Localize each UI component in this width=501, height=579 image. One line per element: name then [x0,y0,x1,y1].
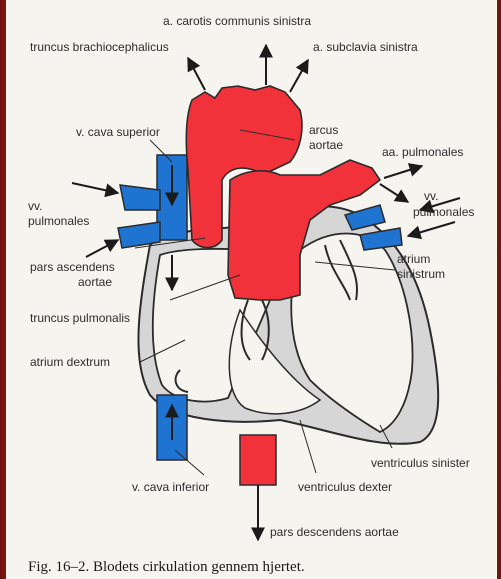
figure-caption: Fig. 16–2. Blodets cirkulation gennem hj… [28,559,305,575]
label-atrium-dextrum: atrium dextrum [30,355,110,369]
label-arcus: arcus [309,123,338,137]
label-aortae: aortae [309,138,343,152]
label-pars-descendens: pars descendens aortae [270,525,399,539]
label-vv-left: vv. [28,199,42,213]
aorta-descendens [240,435,276,485]
label-atrium-sinistrum-2: sinistrum [397,267,445,281]
label-truncus-pulmonalis: truncus pulmonalis [30,311,130,325]
label-pars-ascendens-aortae: aortae [78,275,112,289]
label-ventriculus-dexter: ventriculus dexter [298,480,392,494]
label-pars-ascendens: pars ascendens [30,260,115,274]
label-carotis: a. carotis communis sinistra [163,14,311,28]
label-vena-cava-superior: v. cava superior [76,125,160,139]
label-pulmonales-left: pulmonales [28,214,89,228]
label-truncus-brachiocephalicus: truncus brachiocephalicus [30,40,169,54]
label-ventriculus-sinister: ventriculus sinister [371,456,470,470]
label-aa-pulmonales: aa. pulmonales [382,145,463,159]
pulmonary-veins-left [118,185,160,248]
label-vv-right: vv. [424,189,438,203]
label-pulmonales-right: pulmonales [413,205,474,219]
label-vena-cava-inferior: v. cava inferior [132,480,209,494]
label-subclavia: a. subclavia sinistra [313,40,418,54]
label-atrium-sinistrum: atrium [397,252,430,266]
